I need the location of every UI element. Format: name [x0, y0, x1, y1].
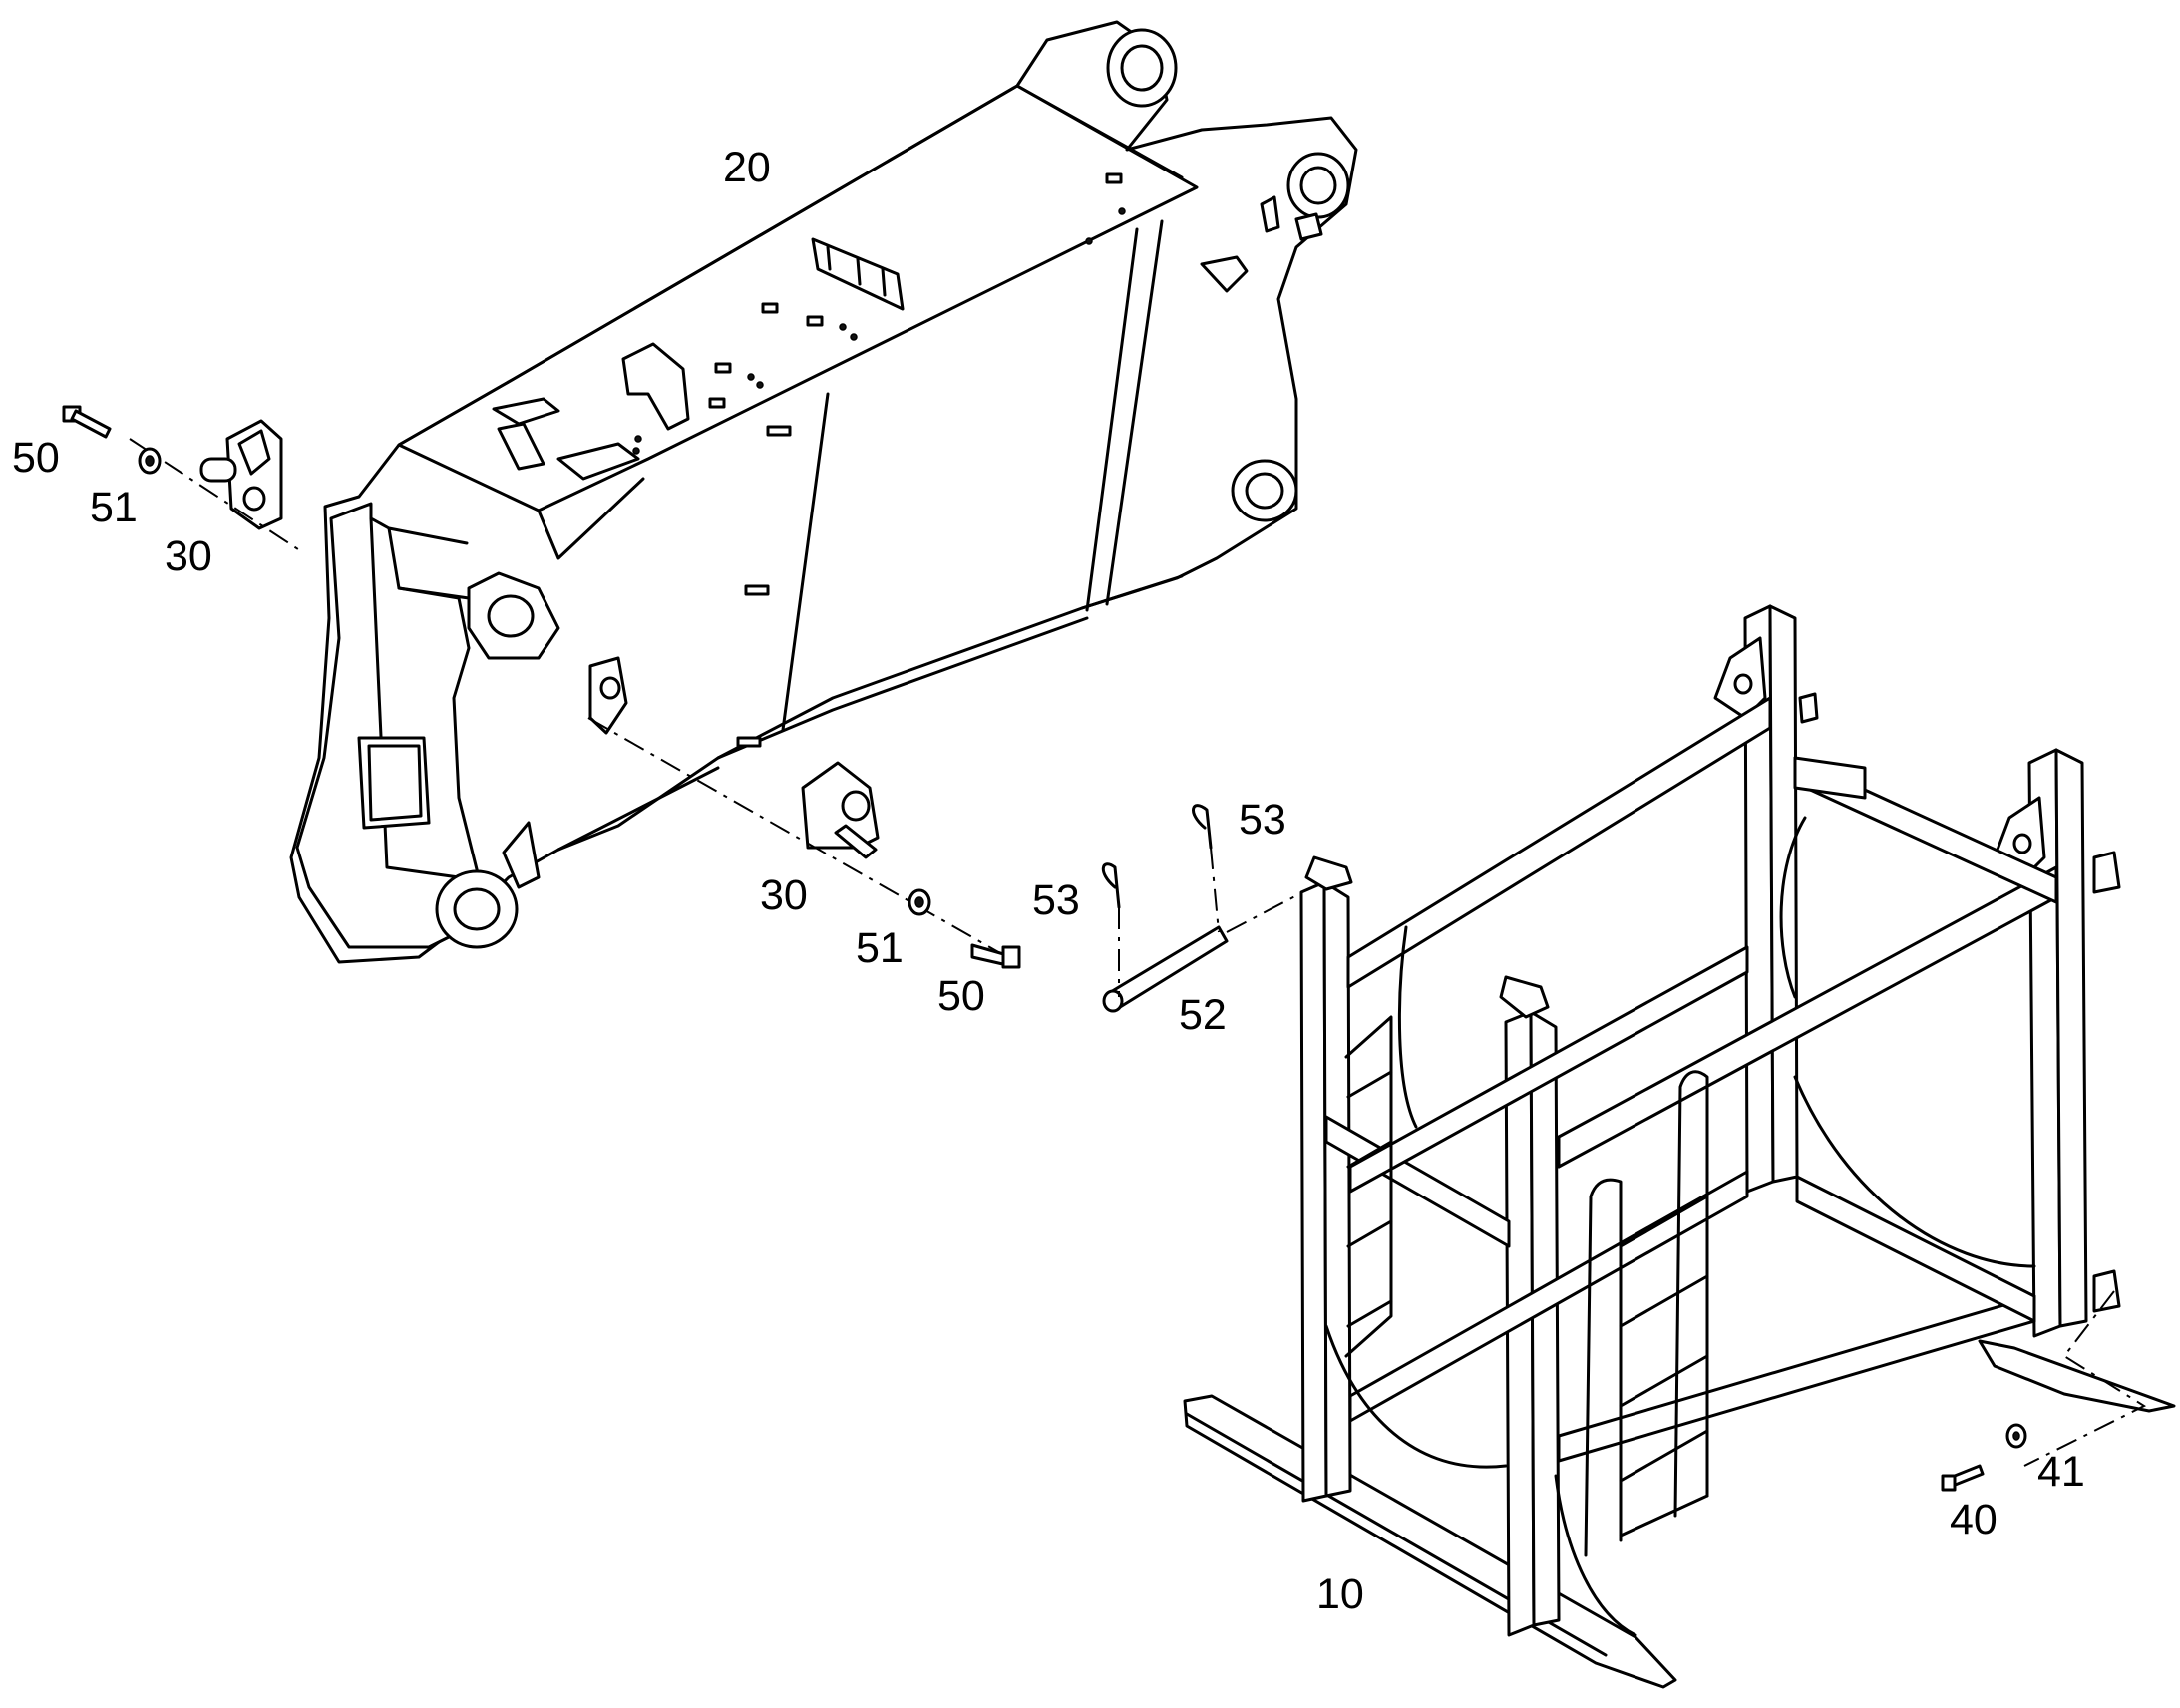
clip-part-53-left — [1101, 862, 1121, 997]
axis-line-rear-bolt — [2023, 1290, 2147, 1467]
boom-part-20 — [289, 20, 1358, 964]
callout-30-left: 30 — [165, 532, 212, 580]
callout-30-right: 30 — [760, 871, 808, 919]
washer-part-51-right — [908, 888, 931, 916]
callout-53-left: 53 — [1032, 876, 1080, 924]
bolt-part-50-left — [62, 405, 112, 439]
callout-20: 20 — [723, 144, 771, 191]
washer-part-41 — [2005, 1423, 2027, 1449]
hinge-bracket-part-30-left — [199, 419, 283, 530]
callout-41: 41 — [2037, 1448, 2085, 1496]
callout-51-left: 51 — [90, 484, 138, 531]
bolt-part-50-right — [970, 943, 1021, 969]
axis-line-left-bracket — [129, 438, 305, 554]
pin-part-52 — [1102, 925, 1229, 1013]
axis-line-right-bracket — [587, 717, 1008, 958]
callout-10: 10 — [1316, 1570, 1364, 1618]
support-stand-part-10 — [1183, 604, 2176, 1689]
callout-50-right: 50 — [937, 972, 985, 1020]
washer-part-51-left — [138, 447, 162, 475]
bolt-part-40 — [1941, 1464, 1985, 1492]
callout-51-right: 51 — [856, 924, 904, 972]
callout-50-left: 50 — [12, 434, 60, 482]
callout-53-right: 53 — [1239, 796, 1286, 844]
hinge-bracket-part-30-right — [801, 761, 880, 859]
callout-52: 52 — [1179, 991, 1227, 1039]
clip-part-53-right — [1192, 804, 1220, 933]
callout-40: 40 — [1950, 1496, 1998, 1543]
